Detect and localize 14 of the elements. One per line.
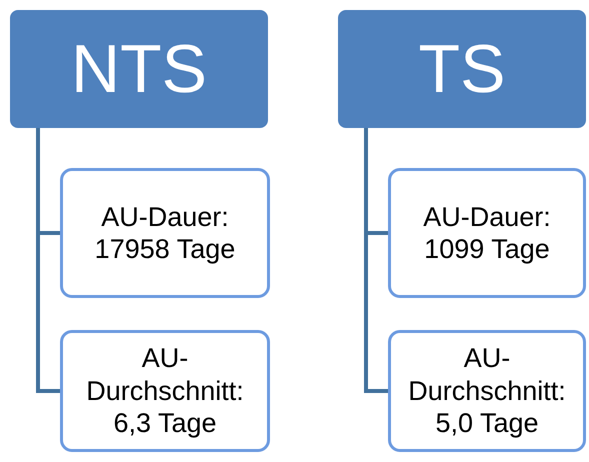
info-text: AU-Dauer: 1099 Tage [422,200,552,266]
info-text: AU-Durchschnitt: 6,3 Tage [85,342,245,440]
info-text: AU-Durchschnitt: 5,0 Tage [407,342,567,440]
connector-line [364,128,388,393]
info-box [60,330,270,452]
info-box [388,330,586,452]
header-box [10,10,268,128]
header-label: TS [418,35,506,103]
info-box [60,168,270,298]
connector-line [36,128,60,393]
info-box [388,168,586,298]
info-text: AU-Dauer: 17958 Tage [94,200,236,266]
header-box [338,10,586,128]
header-label: NTS [71,35,207,103]
